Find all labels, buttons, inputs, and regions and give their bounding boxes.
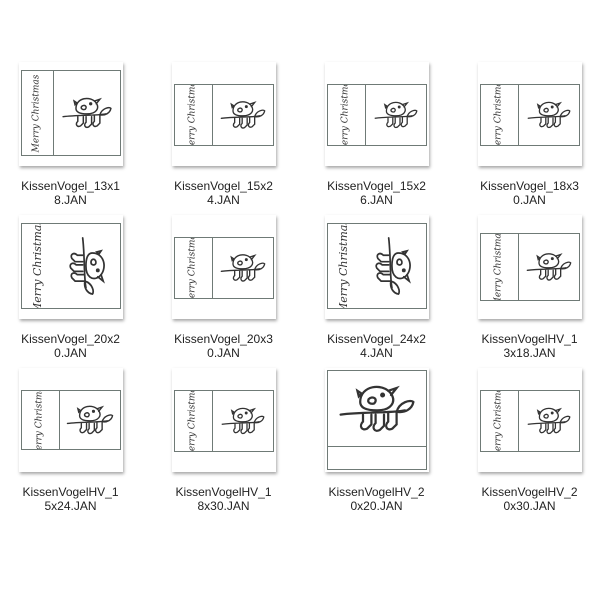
file-thumbnail: Merry Christmas	[171, 62, 276, 166]
design-frame: Merry Christmas	[173, 237, 274, 299]
bird-icon	[525, 401, 573, 441]
design-frame: Merry Christmas	[20, 390, 121, 450]
merry-christmas-art: Merry Christmas	[340, 85, 351, 145]
merry-christmas-art: Merry Christmas	[34, 391, 45, 449]
bird-icon	[366, 233, 420, 299]
file-thumbnail: Merry Christmas	[477, 368, 582, 472]
file-thumbnail: Merry Christmas	[18, 215, 123, 319]
merry-christmas-art: Merry Christmas	[187, 85, 198, 145]
bird-icon	[218, 94, 268, 136]
merry-christmas-art: Merry Christmas	[31, 74, 42, 152]
file-thumbnail: Merry Christmas	[18, 368, 123, 472]
merry-christmas-art: Merry Christmas	[493, 85, 504, 145]
bird-icon	[64, 398, 116, 442]
bird-icon	[525, 95, 573, 135]
bird-icon	[218, 247, 268, 289]
design-frame: Merry Christmas	[173, 84, 274, 146]
merry-christmas-art: Merry Christmas	[337, 224, 351, 308]
bottom-strip	[328, 447, 426, 469]
design-frame: Merry Christmas	[326, 223, 427, 309]
file-thumbnail: Merry Christmas	[324, 62, 429, 166]
design-frame: Merry Christmas	[20, 223, 121, 309]
file-thumbnail: Merry Christmas	[18, 62, 123, 166]
file-thumbnail: Merry Christmas	[477, 62, 582, 166]
file-thumbnail: Merry Christmas	[477, 215, 582, 319]
bird-icon	[334, 374, 420, 444]
merry-christmas-art: Merry Christmas	[187, 391, 198, 451]
merry-christmas-art: Merry Christmas	[493, 391, 504, 451]
design-frame: Merry Christmas	[479, 84, 580, 146]
file-thumbnail: Merry Christmas	[324, 215, 429, 319]
merry-christmas-art: Merry Christmas	[31, 224, 45, 308]
bird-icon	[524, 246, 574, 288]
file-thumbnail	[324, 368, 429, 472]
design-frame: Merry Christmas	[326, 84, 427, 146]
design-frame	[326, 370, 427, 470]
merry-christmas-art: Merry Christmas	[493, 234, 504, 300]
bird-icon	[372, 95, 420, 135]
design-frame: Merry Christmas	[479, 233, 580, 301]
bird-icon	[60, 233, 114, 299]
merry-christmas-art: Merry Christmas	[187, 238, 198, 298]
design-frame: Merry Christmas	[173, 390, 274, 452]
bird-icon	[59, 90, 115, 136]
design-frame: Merry Christmas	[20, 70, 121, 156]
file-thumbnail: Merry Christmas	[171, 215, 276, 319]
file-thumbnail: Merry Christmas	[171, 368, 276, 472]
bird-icon	[219, 401, 267, 441]
design-frame: Merry Christmas	[479, 390, 580, 452]
